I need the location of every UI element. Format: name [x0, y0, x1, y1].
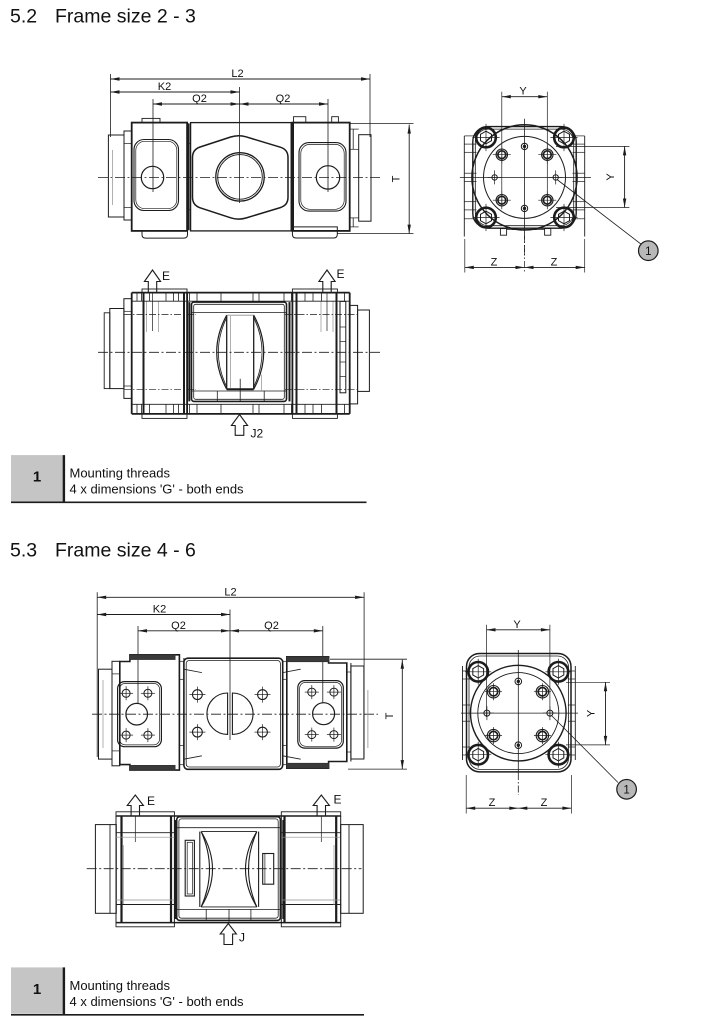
- svg-text:4 x dimensions 'G' - both ends: 4 x dimensions 'G' - both ends: [70, 482, 245, 497]
- svg-text:Mounting threads: Mounting threads: [70, 978, 171, 993]
- svg-text:L2: L2: [224, 586, 236, 598]
- svg-text:L2: L2: [231, 68, 243, 80]
- svg-text:Y: Y: [586, 709, 598, 717]
- svg-text:Q2: Q2: [171, 620, 186, 632]
- svg-text:Y: Y: [519, 86, 527, 98]
- svg-text:K2: K2: [158, 81, 171, 93]
- svg-text:E: E: [162, 269, 170, 283]
- svg-text:Q2: Q2: [276, 93, 291, 105]
- svg-text:1: 1: [33, 981, 41, 998]
- svg-text:1: 1: [33, 469, 41, 486]
- svg-text:Y: Y: [513, 619, 521, 631]
- svg-text:5.2: 5.2: [10, 6, 37, 28]
- svg-text:J: J: [239, 931, 245, 945]
- svg-text:1: 1: [645, 246, 651, 258]
- svg-text:E: E: [147, 794, 155, 808]
- svg-text:Y: Y: [605, 173, 617, 181]
- svg-text:Frame size 2 - 3: Frame size 2 - 3: [55, 6, 196, 28]
- svg-text:Z: Z: [491, 256, 498, 268]
- svg-text:Q2: Q2: [264, 620, 279, 632]
- svg-text:Mounting threads: Mounting threads: [70, 466, 171, 481]
- svg-text:T: T: [384, 712, 396, 719]
- svg-text:Z: Z: [489, 797, 496, 809]
- svg-text:Q2: Q2: [192, 93, 207, 105]
- svg-text:5.3: 5.3: [10, 540, 37, 562]
- svg-text:4 x dimensions 'G' - both ends: 4 x dimensions 'G' - both ends: [70, 994, 245, 1009]
- svg-text:E: E: [334, 793, 342, 807]
- svg-text:Z: Z: [541, 797, 548, 809]
- svg-text:Z: Z: [551, 256, 558, 268]
- svg-text:K2: K2: [153, 604, 166, 616]
- svg-text:Frame size 4 - 6: Frame size 4 - 6: [55, 540, 196, 562]
- svg-text:1: 1: [623, 785, 629, 797]
- svg-text:E: E: [337, 267, 345, 281]
- svg-text:J2: J2: [251, 427, 264, 441]
- svg-text:T: T: [391, 175, 403, 182]
